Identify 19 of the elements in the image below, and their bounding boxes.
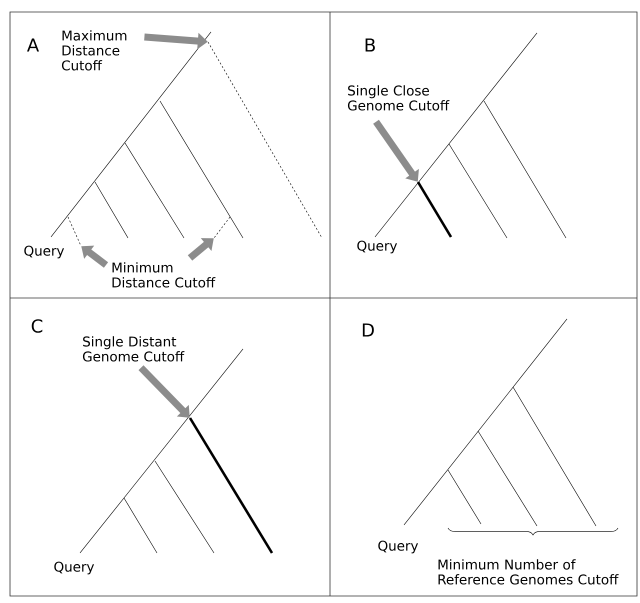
panel-letter: B	[366, 38, 375, 52]
block-arrow	[188, 238, 214, 261]
dashed-line	[208, 42, 322, 238]
block-arrow	[138, 365, 190, 418]
dashed-line	[68, 216, 82, 246]
annotation-text: Single Close Genome Cutoff	[348, 85, 450, 111]
annotation-text: Minimum Distance Cutoff	[112, 262, 216, 288]
brace-label: Minimum Number of Reference Genomes Cutoff	[438, 559, 619, 585]
annotation-text: Maximum Distance Cutoff	[62, 30, 126, 70]
panel-letter: A	[27, 38, 39, 52]
annotation-text: Single Distant Genome Cutoff	[82, 336, 184, 362]
query-label: Query	[378, 540, 418, 554]
bold-branch	[188, 417, 274, 554]
query-label: Query	[54, 562, 94, 574]
panel-letter: D	[362, 323, 374, 337]
query-label: Query	[24, 246, 64, 258]
panel-letter: C	[32, 319, 42, 333]
query-label: Query	[357, 240, 398, 254]
bold-branch	[416, 181, 452, 238]
